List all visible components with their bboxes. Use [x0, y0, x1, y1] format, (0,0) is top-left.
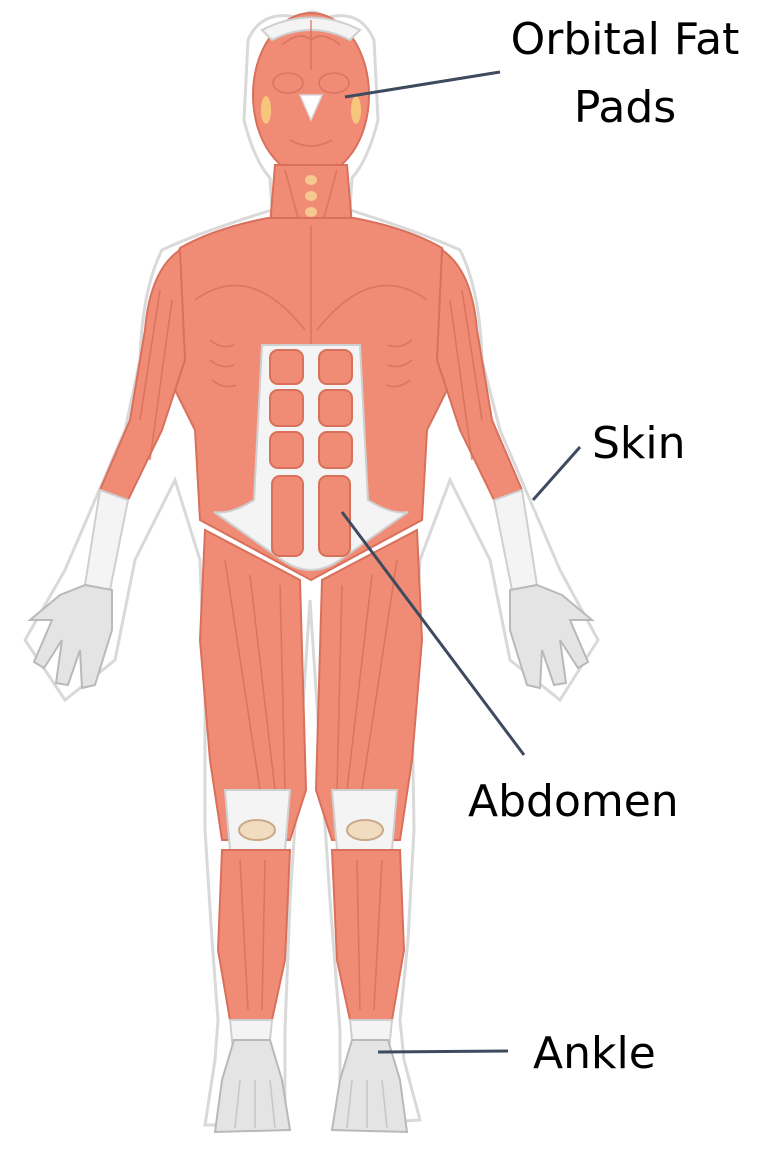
left-arm	[85, 250, 185, 590]
left-hand	[30, 585, 112, 688]
orbital-fat-pads-label: Orbital Fat Pads	[500, 6, 750, 142]
right-hand	[510, 585, 592, 688]
neck	[270, 165, 352, 225]
ankle-label: Ankle	[533, 1020, 656, 1088]
skin-label: Skin	[592, 410, 686, 478]
right-arm	[437, 250, 537, 590]
right-foot	[332, 1040, 407, 1132]
orbital-fat-pads-label-line2: Pads	[500, 74, 750, 142]
right-leg	[316, 530, 422, 1060]
abdomen-label: Abdomen	[468, 768, 679, 836]
torso	[166, 218, 456, 580]
ankle-pointer	[378, 1051, 508, 1052]
left-foot	[215, 1040, 290, 1132]
skin-pointer	[533, 447, 580, 500]
orbital-fat-pads-label-line1: Orbital Fat	[500, 6, 750, 74]
